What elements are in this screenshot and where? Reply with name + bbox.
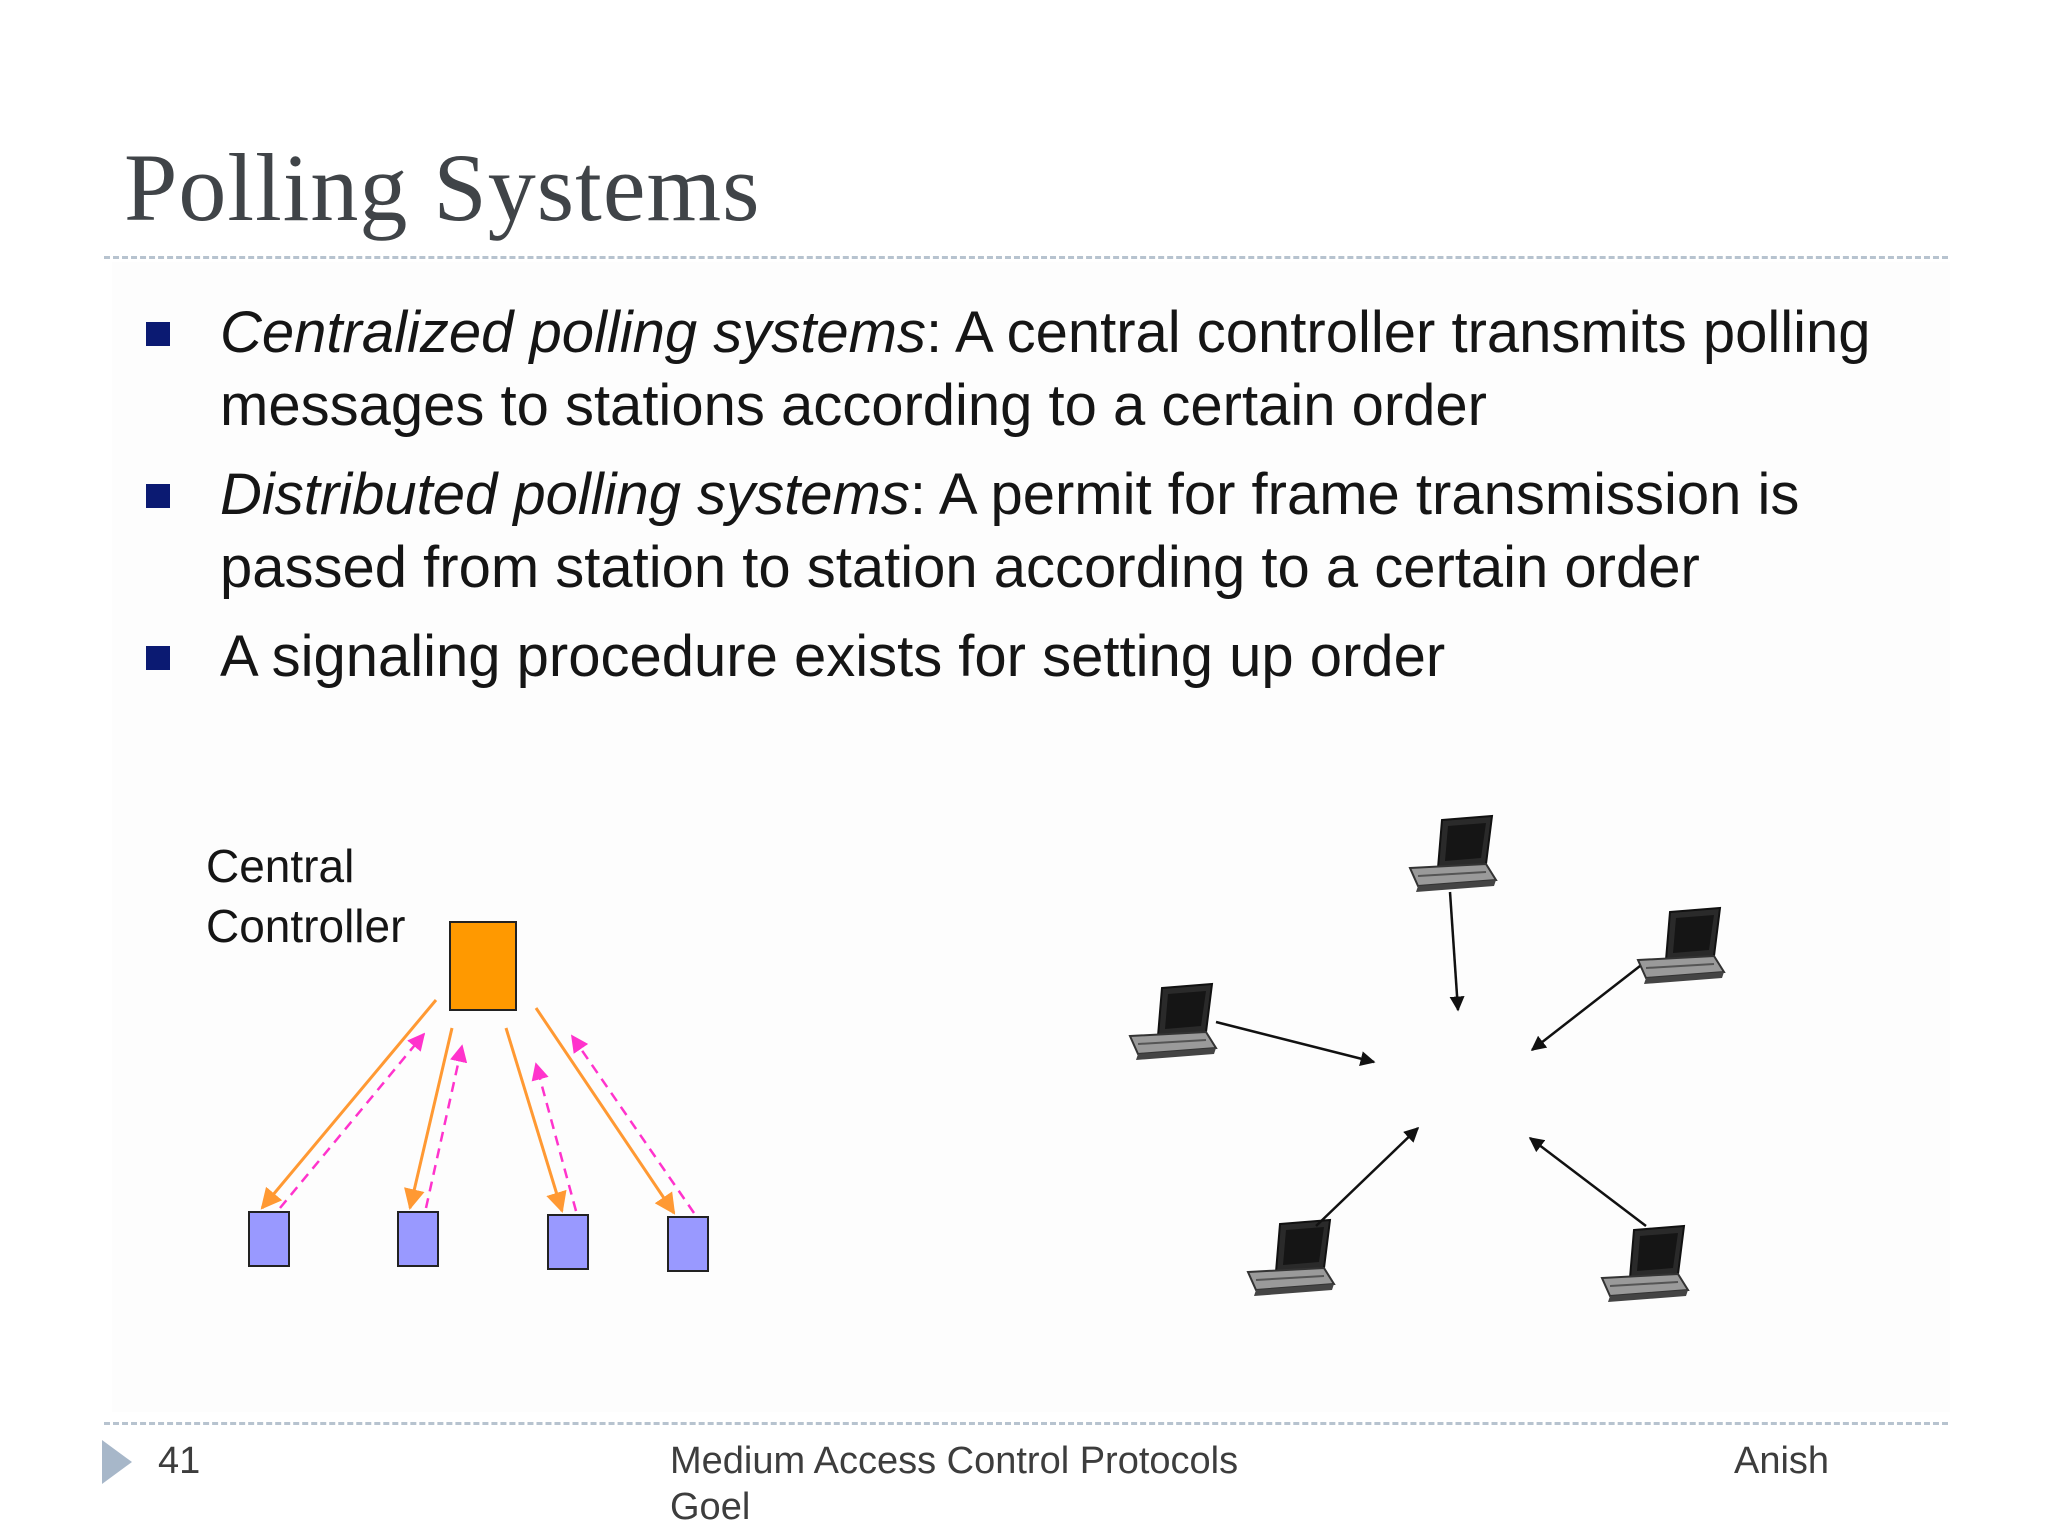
bullet-lead: Centralized polling systems — [220, 300, 926, 365]
permit-arrow — [1530, 965, 1641, 1051]
label-line-2: Controller — [206, 900, 406, 952]
title-divider — [104, 256, 1948, 259]
station-box-2 — [397, 1211, 439, 1267]
poll-arrow — [260, 999, 438, 1210]
response-arrow — [570, 1034, 696, 1214]
footer-title: Medium Access Control Protocols Goel — [670, 1438, 1310, 1530]
footer-title-line-1: Medium Access Control Protocols — [670, 1440, 1239, 1482]
permit-arrow — [1215, 1020, 1376, 1066]
laptop-icon — [1129, 983, 1217, 1061]
central-controller-box — [449, 921, 517, 1011]
bullet-text: : A central controller transmits polling… — [220, 300, 1871, 438]
permit-arrow — [1448, 891, 1465, 1012]
station-box-4 — [667, 1216, 709, 1272]
label-line-1: Central — [206, 840, 355, 892]
footer-author: Anish — [1734, 1440, 1830, 1482]
bullet-item: Distributed polling systems: A permit fo… — [144, 458, 1944, 604]
bullet-lead: Distributed polling systems — [220, 462, 910, 527]
permit-arrow — [1315, 1126, 1420, 1227]
response-arrow — [424, 1044, 468, 1209]
poll-arrow — [534, 1007, 676, 1215]
bullet-list: Centralized polling systems: A central c… — [144, 296, 1944, 709]
laptop-icon — [1601, 1225, 1689, 1303]
square-bullet-icon — [146, 322, 170, 346]
laptop-icon — [1637, 907, 1725, 985]
bullet-item: A signaling procedure exists for setting… — [144, 620, 1944, 693]
station-box-1 — [248, 1211, 290, 1267]
poll-arrow — [404, 1027, 454, 1211]
distributed-polling-diagram — [1129, 815, 1725, 1303]
footer-divider — [104, 1422, 1948, 1425]
footer-title-line-2: Goel — [670, 1486, 751, 1528]
station-box-3 — [547, 1214, 589, 1270]
bullet-text: A signaling procedure exists for setting… — [220, 624, 1446, 689]
response-arrow — [279, 1032, 426, 1209]
laptop-icon — [1409, 815, 1497, 893]
triangle-marker-icon — [102, 1440, 132, 1484]
laptop-icon — [1247, 1219, 1335, 1297]
bullet-text: : A permit for frame transmission is pas… — [220, 462, 1800, 600]
permit-arrow — [1528, 1137, 1647, 1227]
slide-title: Polling Systems — [124, 134, 761, 241]
centralized-polling-diagram — [248, 921, 709, 1272]
square-bullet-icon — [146, 484, 170, 508]
central-controller-label: Central Controller — [206, 836, 405, 956]
slide-number: 41 — [158, 1440, 201, 1482]
bullet-item: Centralized polling systems: A central c… — [144, 296, 1944, 442]
response-arrow — [531, 1062, 578, 1212]
poll-arrow — [504, 1027, 567, 1214]
square-bullet-icon — [146, 646, 170, 670]
